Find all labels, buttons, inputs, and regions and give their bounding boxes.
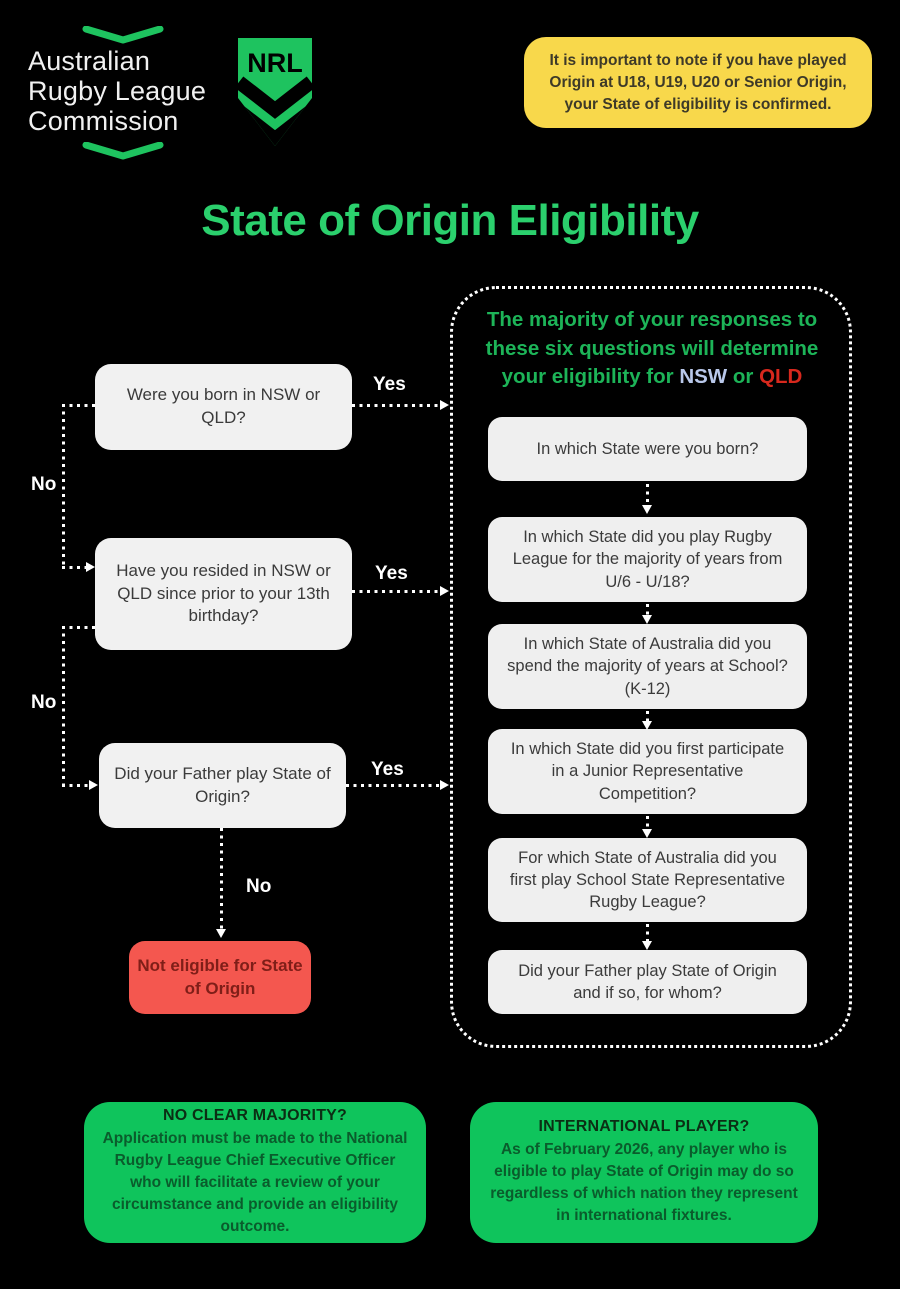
footer-body: As of February 2026, any player who is e… xyxy=(490,1141,798,1224)
footer-body: Application must be made to the National… xyxy=(102,1130,408,1235)
flow-connector-no1 xyxy=(62,566,87,569)
arrowhead-icon xyxy=(642,721,652,730)
arrowhead-icon xyxy=(642,615,652,624)
edge-label-no: No xyxy=(31,474,57,495)
flow-question-father: Did your Father play State of Origin? xyxy=(99,743,346,828)
panel-connector xyxy=(646,604,649,616)
panel-intro-conjunction: or xyxy=(727,365,760,389)
flow-connector-no1 xyxy=(62,404,95,407)
panel-connector xyxy=(646,816,649,830)
chevron-down-icon xyxy=(82,142,164,160)
arrowhead-icon xyxy=(86,562,95,572)
arrowhead-icon xyxy=(440,780,449,790)
panel-intro: The majority of your responses to these … xyxy=(462,306,842,392)
panel-question-1: In which State were you born? xyxy=(488,417,807,481)
chevron-down-icon xyxy=(82,26,164,44)
edge-label-no: No xyxy=(246,876,272,897)
arrowhead-icon xyxy=(642,505,652,514)
flow-connector-yes2 xyxy=(352,590,440,593)
flow-connector-no2 xyxy=(62,784,89,787)
panel-question-4: In which State did you first participate… xyxy=(488,729,807,814)
not-eligible-text: Not eligible for State of Origin xyxy=(137,955,303,998)
panel-intro-lead: The majority of your responses to these … xyxy=(485,308,819,389)
questions-panel xyxy=(450,286,852,1048)
important-note: It is important to note if you have play… xyxy=(524,37,872,128)
footer-heading: NO CLEAR MAJORITY? xyxy=(162,1107,348,1124)
flow-connector-no2 xyxy=(62,626,95,629)
flow-question-resided: Have you resided in NSW or QLD since pri… xyxy=(95,538,352,650)
org-name-line: Rugby League xyxy=(28,76,207,106)
edge-label-yes: Yes xyxy=(371,759,404,780)
nrl-shield-logo-icon: NRL xyxy=(238,38,312,146)
flow-connector-no2 xyxy=(62,626,65,787)
edge-label-no: No xyxy=(31,692,57,713)
arrowhead-icon xyxy=(642,829,652,838)
panel-question-6: Did your Father play State of Origin and… xyxy=(488,950,807,1014)
not-eligible-box: Not eligible for State of Origin xyxy=(129,941,311,1014)
arrowhead-icon xyxy=(642,941,652,950)
flow-connector-yes1 xyxy=(352,404,440,407)
arrowhead-icon xyxy=(89,780,98,790)
org-name-line: Australian xyxy=(28,46,151,76)
org-name: Australian Rugby League Commission xyxy=(28,46,206,136)
page-title: State of Origin Eligibility xyxy=(201,196,699,245)
flow-question-born: Were you born in NSW or QLD? xyxy=(95,364,352,450)
flow-connector-no3 xyxy=(220,828,223,930)
panel-connector xyxy=(646,484,649,506)
important-note-text: It is important to note if you have play… xyxy=(549,51,847,113)
arrowhead-icon xyxy=(440,586,449,596)
panel-question-2: In which State did you play Rugby League… xyxy=(488,517,807,602)
panel-connector xyxy=(646,711,649,722)
arrowhead-icon xyxy=(440,400,449,410)
org-name-line: Commission xyxy=(28,106,179,136)
panel-question-3: In which State of Australia did you spen… xyxy=(488,624,807,709)
flow-connector-yes3 xyxy=(346,784,440,787)
arrowhead-icon xyxy=(216,929,226,938)
panel-connector xyxy=(646,924,649,942)
panel-question-5: For which State of Australia did you fir… xyxy=(488,838,807,922)
footer-heading: INTERNATIONAL PLAYER? xyxy=(538,1118,750,1135)
footer-no-clear-majority: NO CLEAR MAJORITY? Application must be m… xyxy=(84,1102,426,1243)
nrl-logo-text: NRL xyxy=(247,48,303,78)
edge-label-yes: Yes xyxy=(375,563,408,584)
flow-connector-no1 xyxy=(62,404,65,569)
footer-international-player: INTERNATIONAL PLAYER? As of February 202… xyxy=(470,1102,818,1243)
nsw-text: NSW xyxy=(679,365,728,389)
qld-text: QLD xyxy=(759,365,803,389)
edge-label-yes: Yes xyxy=(373,374,406,395)
